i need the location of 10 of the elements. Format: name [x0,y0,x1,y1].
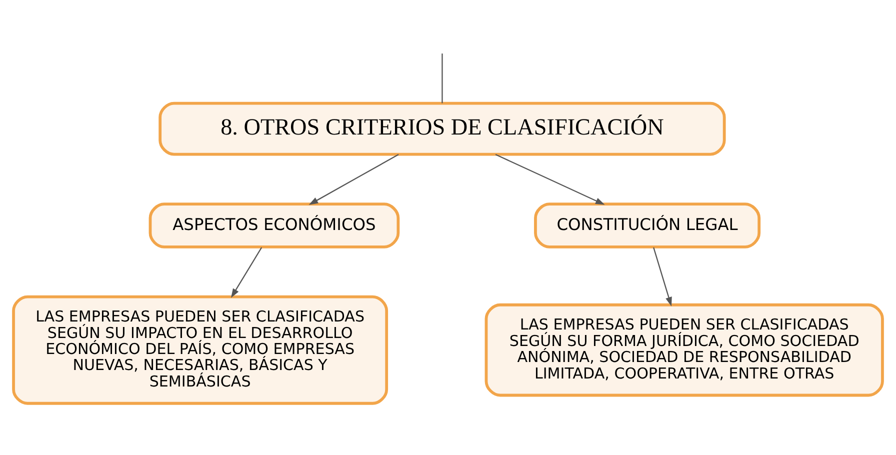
node-box: CONSTITUCIÓN LEGAL [534,202,761,248]
arrow [308,154,399,204]
node-box: LAS EMPRESAS PUEDEN SER CLASIFICADAS SEGÚN SU FORMA JURÍDICA, COMO SOCIEDAD ANÓNIMA, SOCIEDAD DE RESPONSABILIDAD LIMITADA, COOPERATIVA, ENTRE OTRAS [484,302,884,396]
node-box: LAS EMPRESAS PUEDEN SER CLASIFICADAS SEGÚN SU IMPACTO EN EL DESARROLLO ECONÓMICO DEL PAÍS, COMO EMPRESAS NUEVAS, NECESARIAS, BÁSICAS Y SEMIBÁSICAS [12,294,388,404]
arrow [653,246,672,306]
arrow [230,246,262,298]
arrow [495,153,605,204]
node-box: 8. OTROS CRITERIOS DE CLASIFICACIÓN [158,101,726,156]
node-box: ASPECTOS ECONÓMICOS [148,202,400,248]
connector [442,53,443,103]
